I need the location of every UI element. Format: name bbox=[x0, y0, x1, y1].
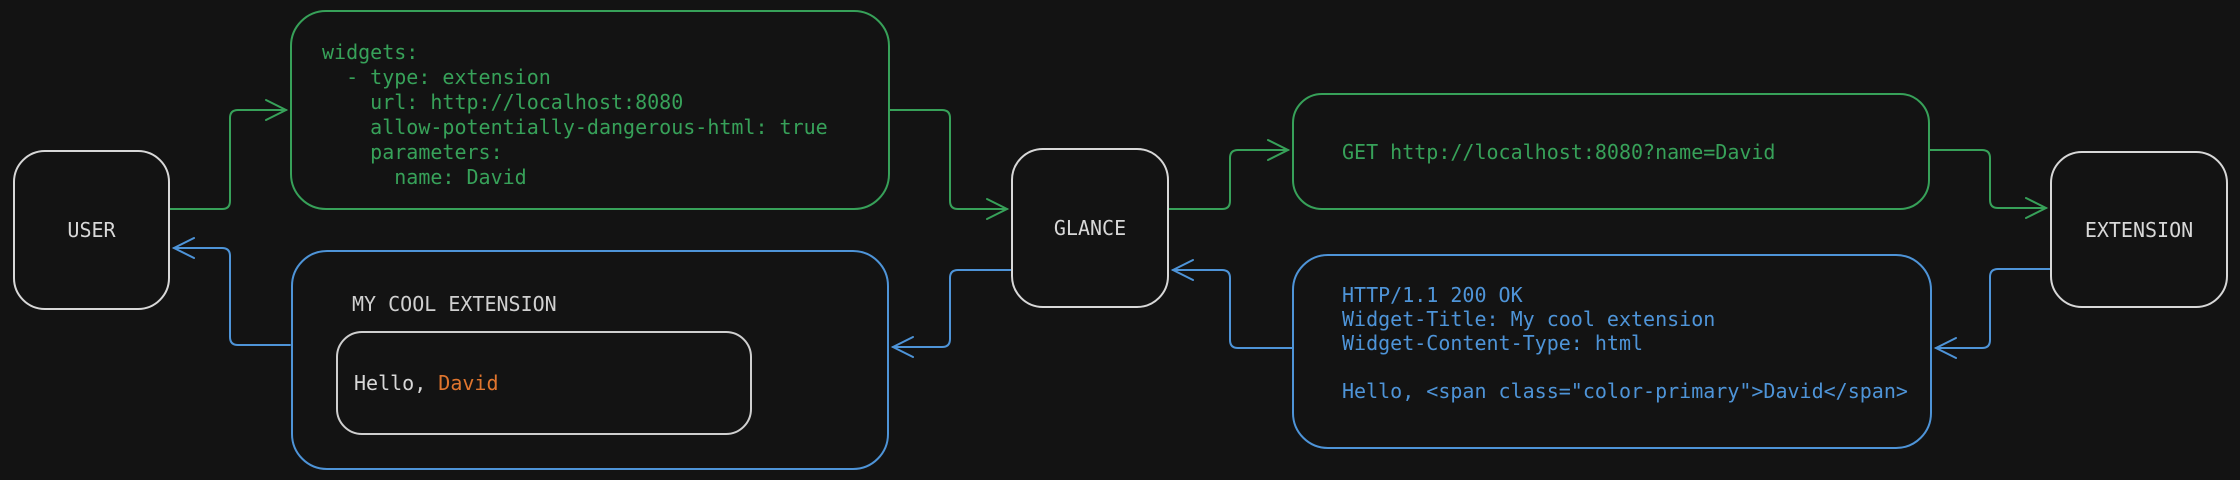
http-response-line: Widget-Title: My cool extension bbox=[1342, 307, 1716, 331]
edge-config-to-glance bbox=[889, 109, 1010, 220]
yaml-config-line: allow-potentially-dangerous-html: true bbox=[322, 115, 828, 139]
node-glance: GLANCE bbox=[1011, 148, 1169, 308]
node-extension: EXTENSION bbox=[2050, 151, 2228, 308]
widget-title: MY COOL EXTENSION bbox=[352, 292, 557, 316]
yaml-config-line: parameters: bbox=[322, 140, 503, 164]
yaml-config-line: widgets: bbox=[322, 40, 419, 64]
yaml-config-box: widgets: - type: extension url: http://l… bbox=[290, 10, 890, 210]
node-glance-label: GLANCE bbox=[1053, 216, 1127, 240]
edge-widget-to-user bbox=[171, 237, 291, 346]
widget-greeting-box: Hello, David bbox=[336, 331, 752, 435]
yaml-config-line: - type: extension bbox=[322, 65, 551, 89]
edge-request-to-extension bbox=[1929, 149, 2049, 219]
greeting-prefix: Hello, bbox=[354, 371, 439, 395]
node-extension-label: EXTENSION bbox=[2084, 217, 2194, 242]
node-user-label: USER bbox=[67, 218, 116, 242]
http-response-line: Hello, <span class="color-primary">David… bbox=[1342, 379, 1908, 403]
node-user: USER bbox=[13, 150, 170, 310]
edge-response-to-glance bbox=[1170, 259, 1293, 349]
http-response-line: Widget-Content-Type: html bbox=[1342, 331, 1644, 355]
http-response-box: HTTP/1.1 200 OK Widget-Title: My cool ex… bbox=[1292, 254, 1932, 449]
edge-extension-to-response bbox=[1933, 268, 2051, 359]
http-request-box: GET http://localhost:8080?name=David bbox=[1292, 93, 1930, 210]
edge-glance-to-request bbox=[1168, 139, 1291, 210]
http-response-line: HTTP/1.1 200 OK bbox=[1342, 283, 1523, 307]
yaml-config-line: url: http://localhost:8080 bbox=[322, 90, 684, 114]
http-request-line: GET http://localhost:8080?name=David bbox=[1342, 139, 1776, 164]
http-response-line bbox=[1342, 355, 1930, 379]
widget-preview-box: MY COOL EXTENSION Hello, David bbox=[291, 250, 889, 470]
yaml-config-line: name: David bbox=[322, 165, 527, 189]
edge-glance-to-widget bbox=[890, 269, 1012, 358]
greeting-name: David bbox=[438, 371, 499, 395]
edge-user-to-config bbox=[169, 99, 289, 210]
